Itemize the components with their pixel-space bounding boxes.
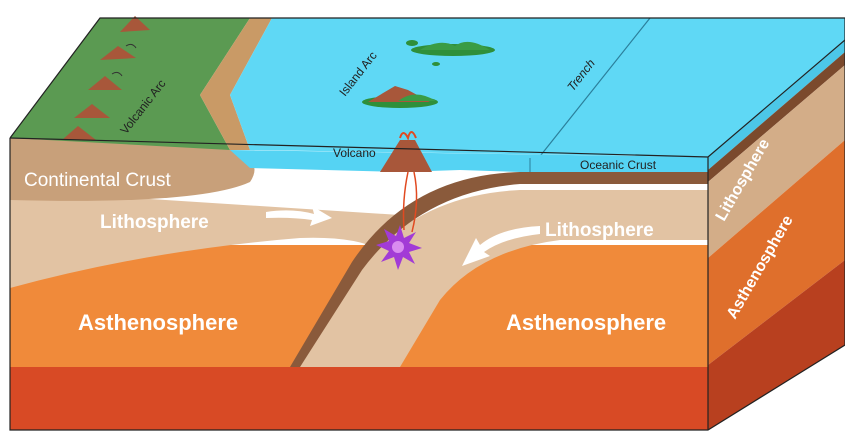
islet [432, 62, 440, 66]
deep-mantle-layer [10, 367, 708, 430]
side-asthenosphere-layer [708, 140, 845, 365]
earthquake-focus-core [392, 241, 404, 253]
mountain [74, 104, 110, 118]
side-water [708, 40, 845, 170]
trench-line [532, 17, 651, 166]
magma-path [402, 171, 409, 231]
label-volcano: Volcano [333, 146, 376, 160]
label-asthenosphere-right: Asthenosphere [506, 310, 666, 335]
lava-stream [125, 43, 137, 49]
island-hill [398, 94, 436, 101]
block-top-face [10, 16, 845, 166]
mountain [62, 126, 96, 140]
volcano-eruption [399, 131, 417, 141]
ocean-water [230, 150, 708, 172]
label-lithosphere-right: Lithosphere [545, 220, 654, 241]
land-surface [10, 18, 250, 152]
label-continental-crust: Continental Crust [24, 170, 172, 191]
side-oceanic-crust [708, 52, 845, 182]
lava-stream [111, 71, 123, 77]
island-hill [420, 41, 490, 50]
block-outline [9, 17, 845, 431]
label-lithosphere-left: Lithosphere [100, 212, 209, 233]
arrow-left-icon [266, 206, 332, 226]
volcanic-arc-mountains [62, 16, 150, 140]
ocean-surface [230, 18, 845, 157]
side-lithosphere-layer [708, 65, 845, 258]
block-side-face [708, 40, 845, 430]
block-front-face [10, 131, 708, 430]
label-oceanic-crust: Oceanic Crust [580, 158, 657, 172]
volcano-cone [380, 140, 432, 172]
oceanic-crust-band [290, 172, 708, 367]
islet [406, 40, 418, 46]
arrow-right-icon [462, 226, 540, 266]
continental-crust-layer [10, 138, 255, 201]
label-asthenosphere-left: Asthenosphere [78, 310, 238, 335]
magma-path [411, 171, 418, 233]
mountain [88, 76, 122, 90]
mountain [120, 16, 150, 32]
mountain [100, 46, 136, 60]
side-mantle-layer [708, 260, 845, 430]
island-arc-islands [362, 40, 495, 108]
